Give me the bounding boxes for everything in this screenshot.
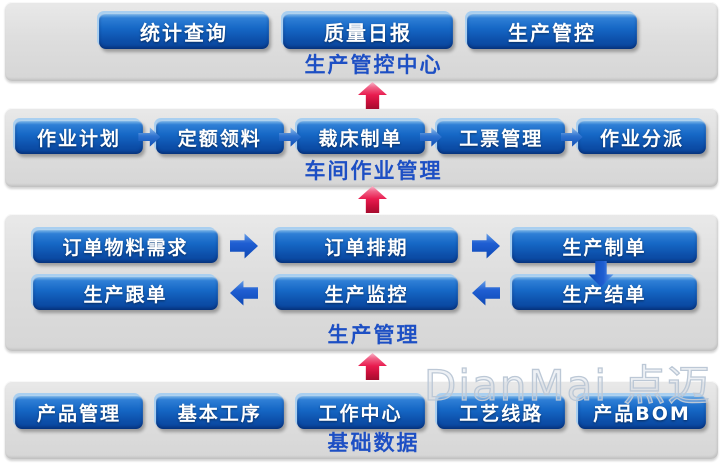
production-order-button[interactable]: 生产制单: [512, 229, 697, 263]
production-monitor-button[interactable]: 生产监控: [275, 276, 458, 310]
production-control-button[interactable]: 生产管控: [467, 13, 637, 49]
arrow-up-icon: [358, 186, 387, 213]
arrow-up-icon: [358, 353, 387, 380]
stats-query-button[interactable]: 统计查询: [99, 13, 269, 49]
band4-label: 基础数据: [327, 430, 420, 455]
arrow-right-icon: [230, 233, 258, 259]
band1-label: 生产管控中心: [304, 52, 443, 77]
work-center-button[interactable]: 工作中心: [296, 395, 425, 429]
band3-bottom-row: 生产跟单 生产监控 生产结单: [33, 276, 697, 310]
band-production-management: 订单物料需求 订单排期 生产制单 生产跟单 生产监控 生产结单 生产管理: [5, 214, 718, 351]
arrow-up-icon: [358, 82, 387, 109]
production-close-button[interactable]: 生产结单: [512, 276, 697, 310]
basic-process-button[interactable]: 基本工序: [155, 395, 284, 429]
band-workshop-job-management: 作业计划 定额领料 裁床制单 工票管理 作业分派 车间作业管理: [5, 108, 718, 187]
band2-button-row: 作业计划 定额领料 裁床制单 工票管理 作业分派: [15, 120, 706, 154]
production-follow-button[interactable]: 生产跟单: [33, 276, 218, 310]
band-production-control-center: 统计查询 质量日报 生产管控 生产管控中心: [5, 2, 718, 81]
arrow-left-icon: [472, 280, 500, 306]
band-basic-data: 产品管理 基本工序 工作中心 工艺线路 产品BOM 基础数据: [5, 381, 718, 459]
job-plan-button[interactable]: 作业计划: [15, 120, 143, 154]
band2-label: 车间作业管理: [304, 158, 443, 183]
quota-material-button[interactable]: 定额领料: [155, 120, 284, 154]
product-mgmt-button[interactable]: 产品管理: [15, 395, 143, 429]
band3-top-row: 订单物料需求 订单排期 生产制单: [33, 229, 697, 263]
quality-daily-report-button[interactable]: 质量日报: [283, 13, 453, 49]
process-route-button[interactable]: 工艺线路: [437, 395, 566, 429]
order-material-req-button[interactable]: 订单物料需求: [33, 229, 218, 263]
arrow-right-icon: [472, 233, 500, 259]
work-ticket-button[interactable]: 工票管理: [437, 120, 566, 154]
product-bom-button[interactable]: 产品BOM: [578, 395, 706, 429]
job-dispatch-button[interactable]: 作业分派: [578, 120, 706, 154]
band1-button-row: 统计查询 质量日报 生产管控: [99, 13, 637, 49]
cutting-order-button[interactable]: 裁床制单: [296, 120, 425, 154]
band4-button-row: 产品管理 基本工序 工作中心 工艺线路 产品BOM: [15, 395, 706, 429]
band3-label: 生产管理: [327, 322, 420, 347]
watermark: DianMai 点迈: [423, 360, 712, 410]
arrow-left-icon: [230, 280, 258, 306]
order-schedule-button[interactable]: 订单排期: [275, 229, 458, 263]
